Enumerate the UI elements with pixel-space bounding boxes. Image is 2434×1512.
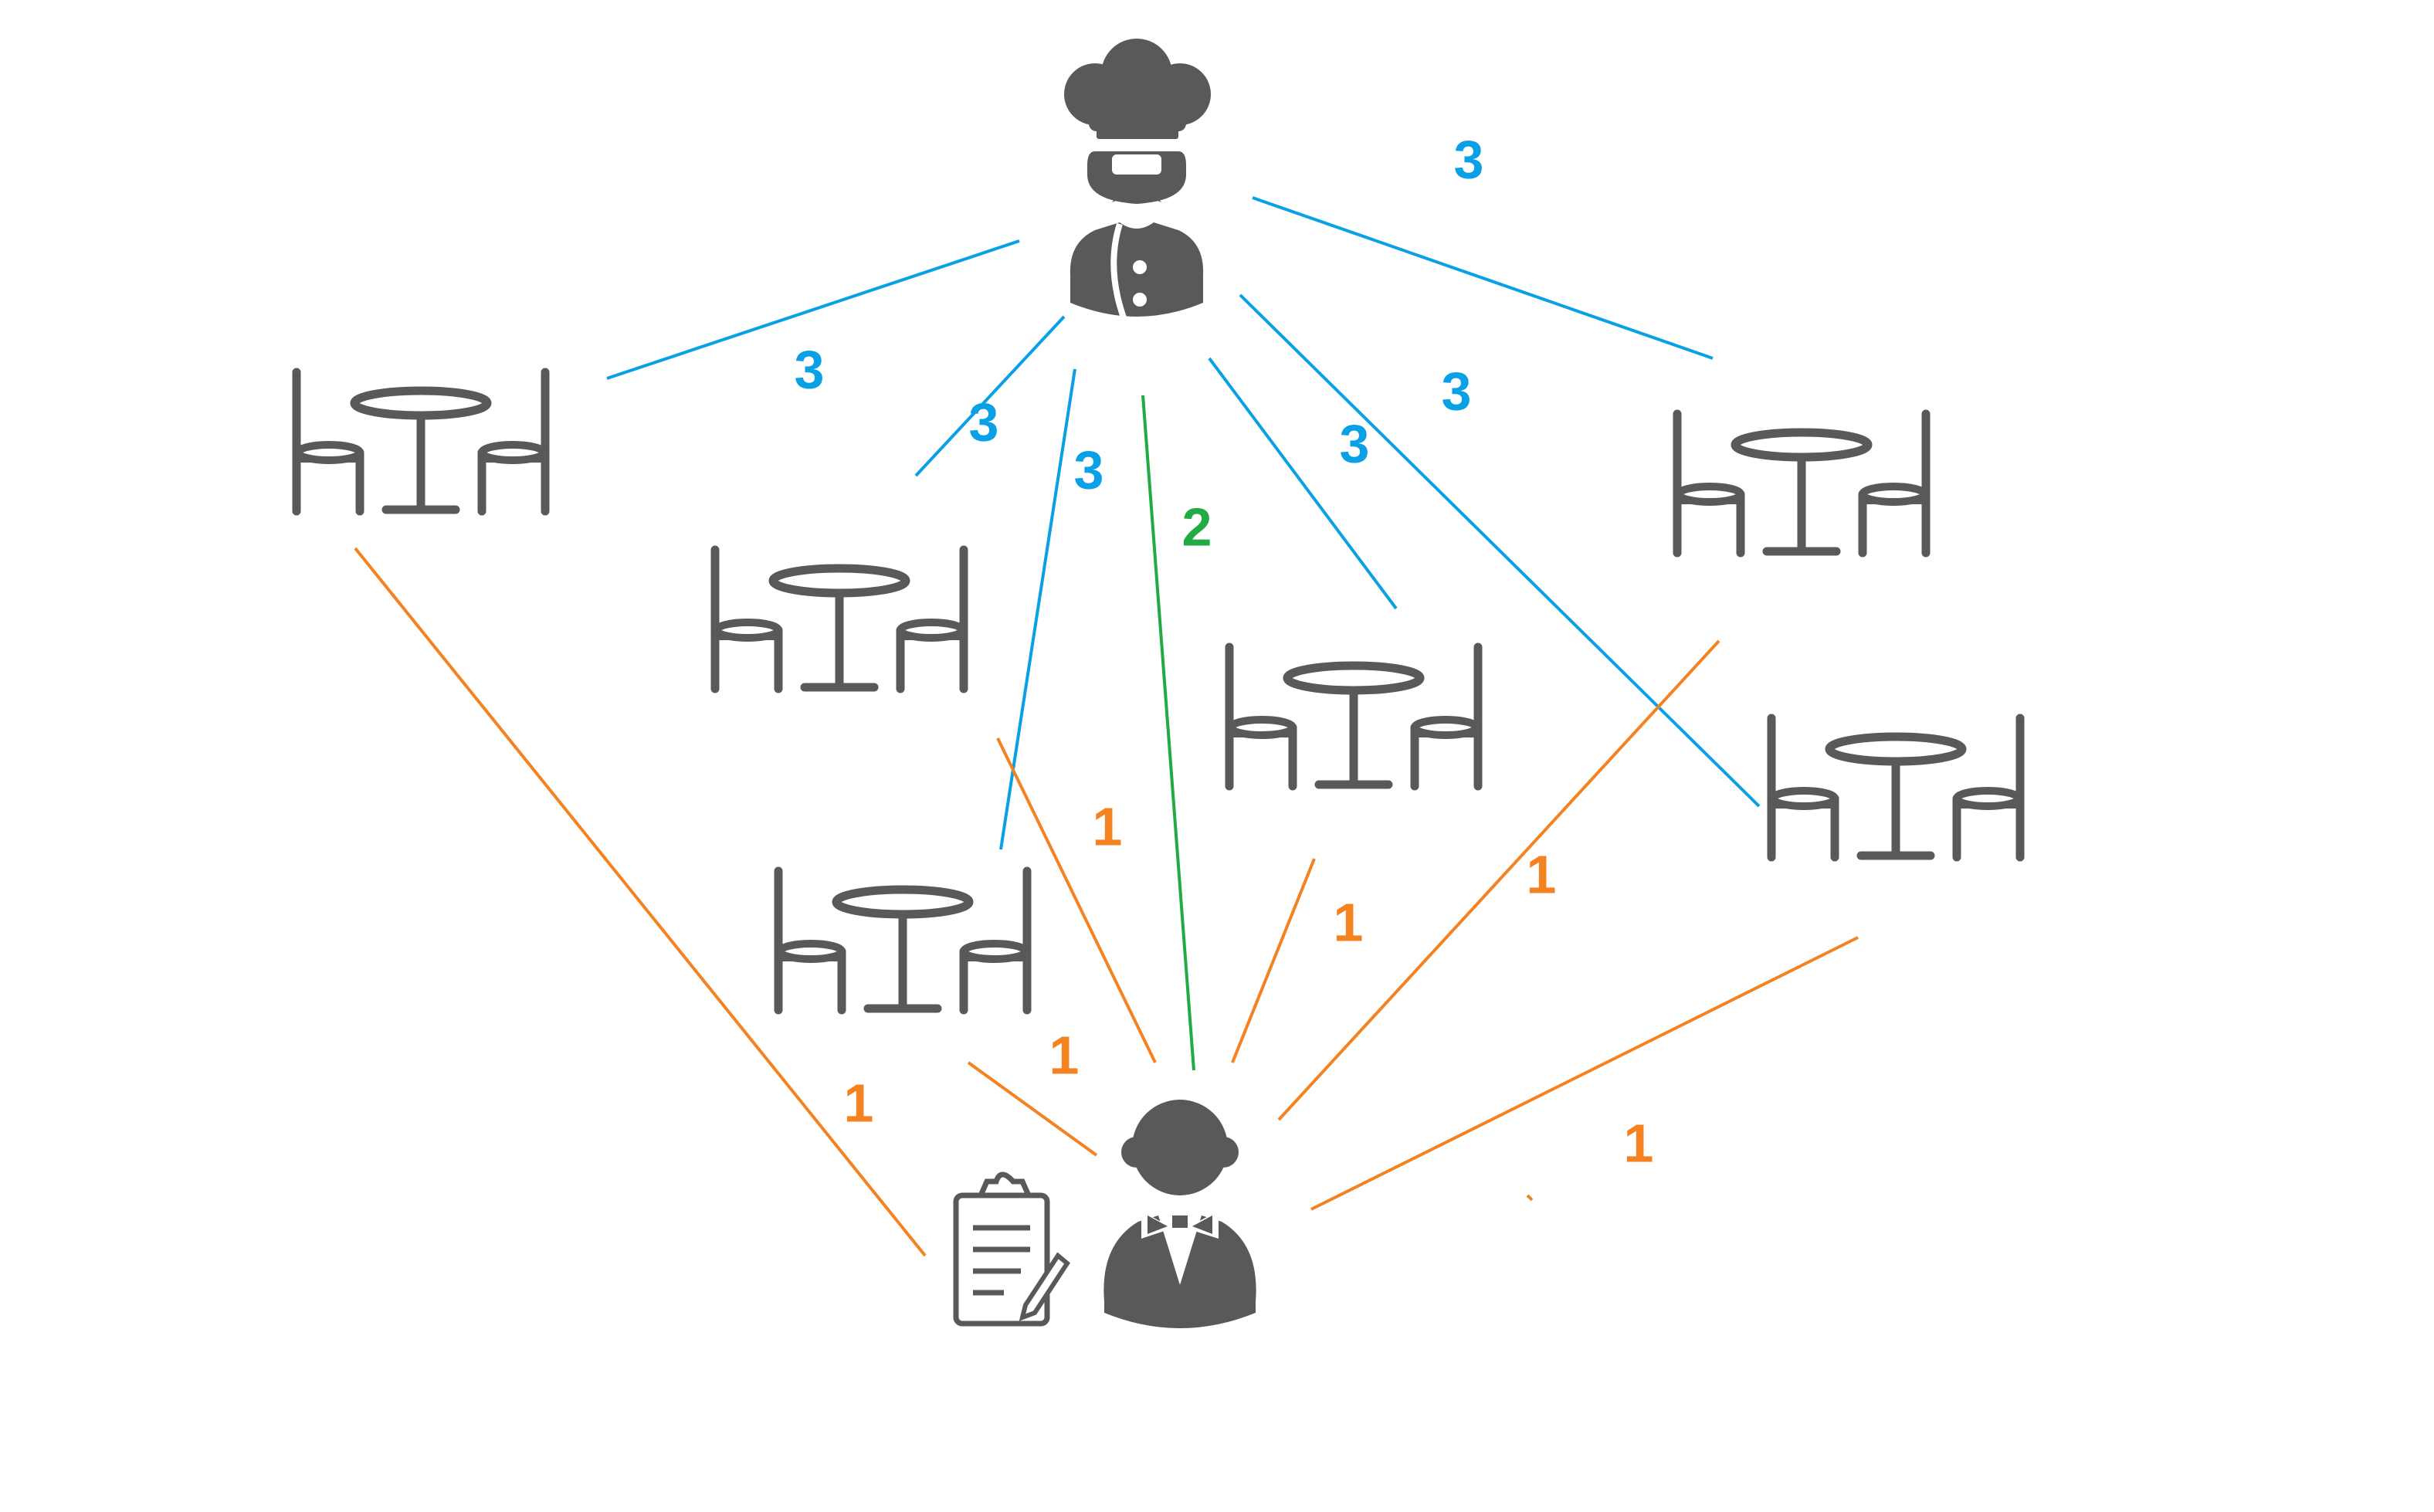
edge-label-waiter-table-6: 1 [1624,1113,1654,1173]
edge-label-chef-table-3: 3 [1074,439,1104,500]
chef-icon [1064,39,1211,321]
edge-waiter-table-4 [1231,858,1316,1063]
edge-waiter-table-2a [996,737,1157,1063]
edges-layer [354,196,1859,1257]
edge-label-chef-table-6: 3 [1442,361,1472,421]
edge-chef-table-6 [1239,293,1761,808]
edge-label-chef-table-4: 3 [1340,413,1370,473]
edge-chef-waiter [1141,395,1195,1071]
edge-label-waiter-table-4: 1 [1334,892,1364,952]
edge-waiter-table-1 [354,547,927,1257]
table-chairs-icon [297,372,545,511]
edge-label-waiter-table-1: 1 [844,1073,874,1133]
edge-label-waiter-table-3: 1 [1049,1025,1080,1085]
edge-label-chef-table-2: 3 [969,392,999,452]
clipboard-pencil-icon [953,1171,1070,1327]
tables-layer [297,372,2020,1010]
edge-waiter-table-3 [967,1061,1098,1157]
edge-chef-table-5 [1252,196,1714,360]
waiter-icon [1103,1100,1256,1328]
table-chairs-icon [715,550,964,689]
edge-label-waiter-table-2: 1 [1093,796,1123,856]
edge-label-waiter-table-5: 1 [1527,844,1557,904]
edge-waiter-table-6 [1310,936,1859,1211]
edge-waiter-table-5 [1277,639,1720,1121]
table-chairs-icon [778,871,1027,1010]
edge-chef-table-2 [914,315,1066,477]
edge-chef-table-3 [999,368,1076,850]
table-chairs-icon [1229,647,1478,786]
stray-mark [1526,1194,1534,1202]
edge-chef-table-1 [606,239,1020,380]
edge-label-chef-table-1: 3 [795,339,825,399]
edge-label-chef-waiter: 2 [1182,497,1212,557]
table-chairs-icon [1677,414,1926,553]
table-chairs-icon [1771,718,2020,857]
labels-layer: 3 3 3 3 3 3 2 1 1 1 1 1 1 [795,129,1654,1173]
edge-chef-table-4 [1208,357,1398,610]
edge-label-chef-table-5: 3 [1454,129,1484,189]
